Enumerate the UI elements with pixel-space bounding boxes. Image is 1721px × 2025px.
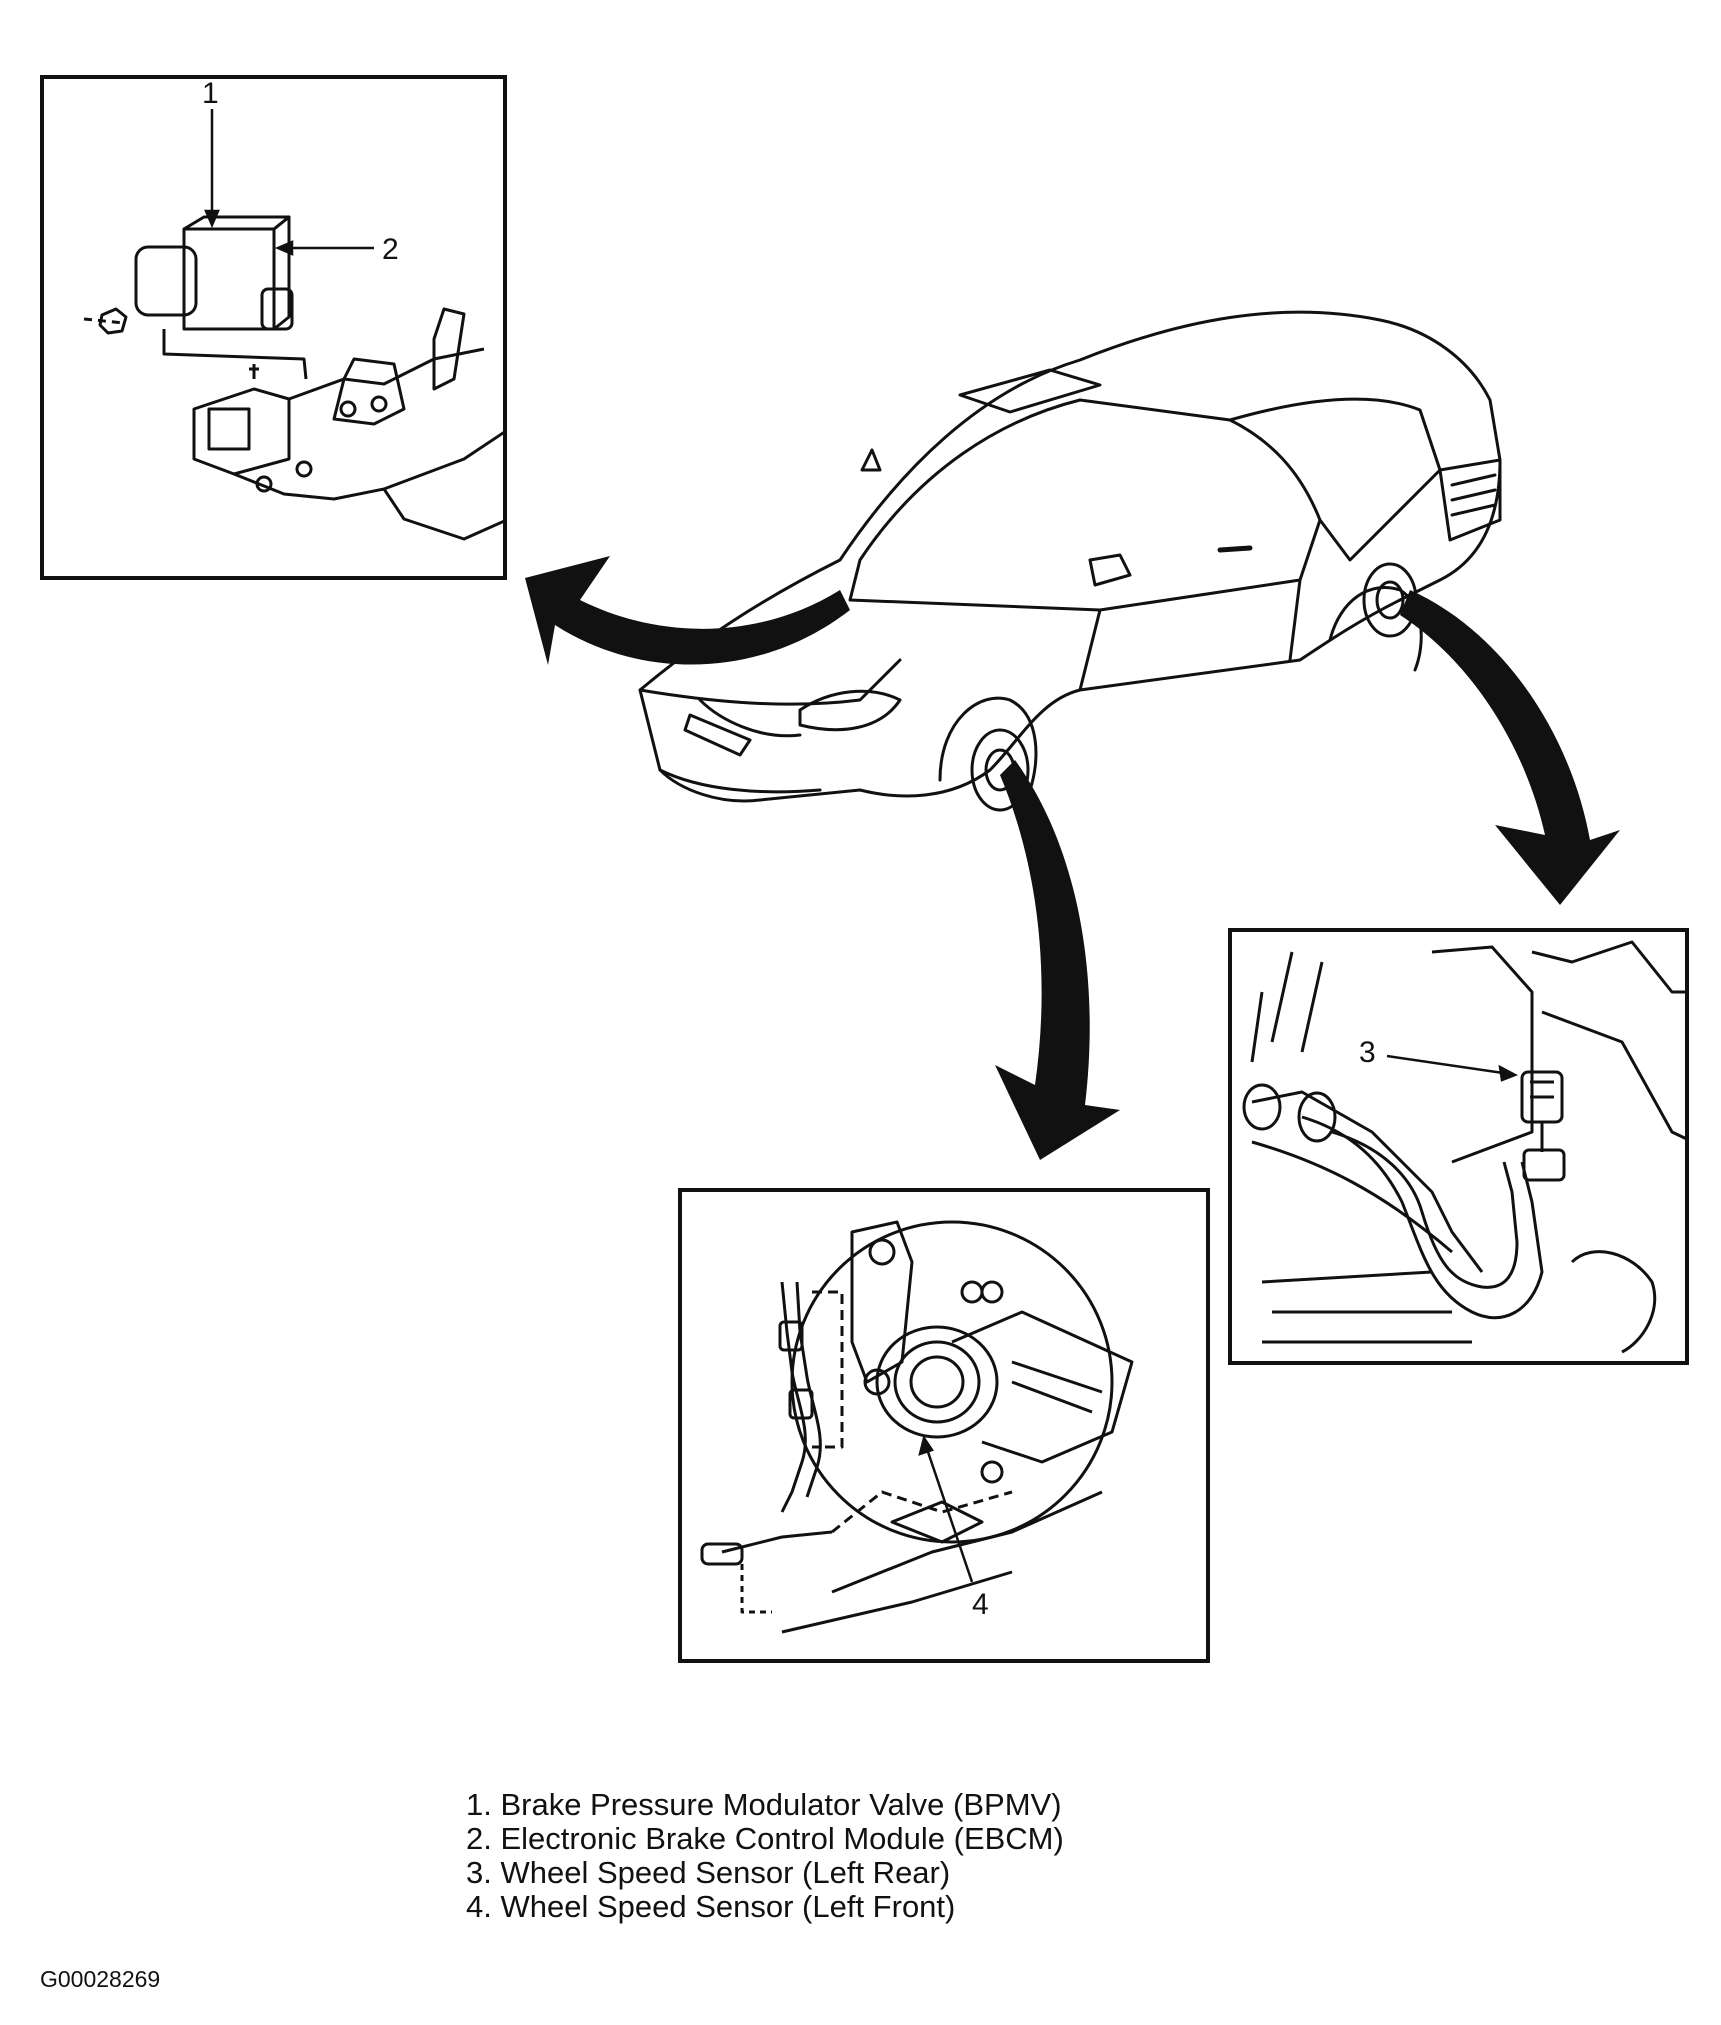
left-front-sensor-drawing xyxy=(700,1220,1134,1634)
bpmv-ebcm-detail-panel: 1 2 xyxy=(40,75,507,580)
legend-item: 1. Brake Pressure Modulator Valve (BPMV) xyxy=(466,1787,1062,1822)
legend-item: 2. Electronic Brake Control Module (EBCM… xyxy=(466,1821,1064,1856)
callout-4: 4 xyxy=(972,1588,989,1621)
legend-item: 3. Wheel Speed Sensor (Left Rear) xyxy=(466,1855,951,1890)
callout-3: 3 xyxy=(1359,1036,1376,1069)
left-rear-sensor-drawing xyxy=(1242,940,1685,1354)
legend-item: 4. Wheel Speed Sensor (Left Front) xyxy=(466,1889,956,1924)
left-rear-sensor-detail-panel: 3 xyxy=(1228,928,1689,1365)
bpmv-ebcm-drawing xyxy=(83,109,503,541)
figure-id: G00028269 xyxy=(40,1966,161,1992)
callout-1: 1 xyxy=(202,77,219,110)
left-front-sensor-detail-panel: 4 xyxy=(678,1188,1210,1663)
callout-2: 2 xyxy=(382,233,399,266)
component-legend: 1. Brake Pressure Modulator Valve (BPMV)… xyxy=(466,1788,1064,1924)
